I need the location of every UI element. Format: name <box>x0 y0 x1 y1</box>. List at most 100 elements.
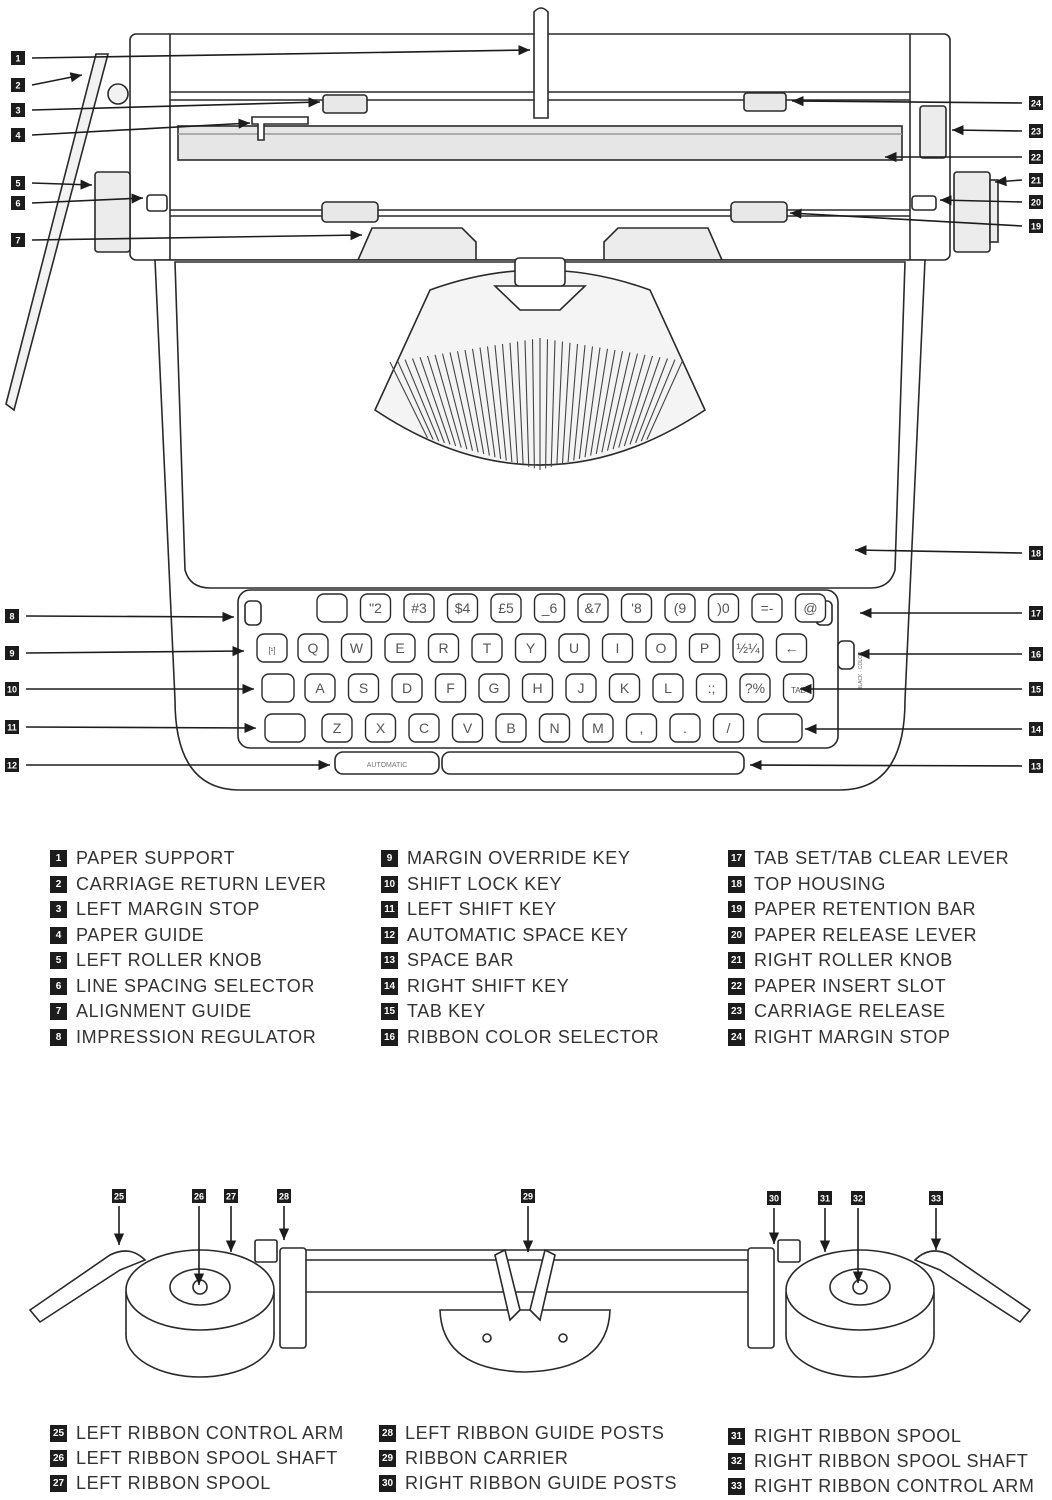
legend-number: 29 <box>379 1450 396 1467</box>
key-row3-1 <box>321 713 353 743</box>
callout-arrow-13 <box>749 759 1023 771</box>
callout-badge-6 <box>11 196 25 210</box>
callout-number-11: 11 <box>7 723 17 733</box>
key-label: G <box>489 680 500 696</box>
callout-number-27: 27 <box>226 1192 236 1202</box>
legend-label: RIBBON CARRIER <box>405 1448 569 1468</box>
legend-number: 23 <box>728 1003 745 1021</box>
callout-badge-25 <box>112 1189 126 1203</box>
key-label: O <box>656 640 667 656</box>
key-label: =- <box>761 600 774 616</box>
key-row1-1 <box>297 633 329 663</box>
paper-insert-slot <box>177 125 903 161</box>
key-label: @ <box>803 600 817 616</box>
callout-arrow-21 <box>994 176 1023 187</box>
alignment-guide <box>356 227 477 261</box>
callout-arrow-11 <box>25 722 257 734</box>
legend-number: 28 <box>379 1425 396 1442</box>
callout-badge-14 <box>1029 722 1043 736</box>
callout-number-30: 30 <box>769 1194 779 1204</box>
left-roller-knob <box>94 171 131 253</box>
callout-badge-27 <box>224 1189 238 1203</box>
callout-number-21: 21 <box>1031 176 1041 186</box>
legend-label: RIBBON COLOR SELECTOR <box>407 1026 660 1047</box>
key-row2-11 <box>739 673 771 703</box>
callout-badge-32 <box>851 1191 865 1205</box>
key-label: F <box>446 680 455 696</box>
legend-number: 21 <box>728 952 745 970</box>
legend-label: SHIFT LOCK KEY <box>407 873 563 894</box>
ribbon-carrier-fork <box>494 1248 556 1322</box>
callout-number-1: 1 <box>15 54 20 64</box>
key-row2-5 <box>478 673 510 703</box>
legend-label: SPACE BAR <box>407 950 515 971</box>
legend-label: ALIGNMENT GUIDE <box>76 1001 252 1022</box>
callout-arrow-8 <box>25 611 235 623</box>
paper-release-lever <box>911 195 937 211</box>
callout-badge-11 <box>5 720 19 734</box>
callout-badge-23 <box>1029 124 1043 138</box>
legend-item-18: 18 TOP HOUSING <box>728 872 1009 898</box>
key-label: Y <box>526 640 536 656</box>
legend-number: 26 <box>50 1450 67 1467</box>
callout-badge-30 <box>767 1191 781 1205</box>
key-label: ?% <box>745 680 765 696</box>
key-label: _6 <box>541 600 558 616</box>
callout-arrow-9 <box>25 645 245 657</box>
left-margin-stop <box>322 94 368 114</box>
callout-number-24: 24 <box>1031 99 1041 109</box>
key-label: X <box>376 720 386 736</box>
key-label: :; <box>708 680 716 696</box>
legend-label: RIGHT ROLLER KNOB <box>754 950 953 971</box>
legend-label: MARGIN OVERRIDE KEY <box>407 848 631 869</box>
key-label: Z <box>333 720 342 736</box>
key-row2-7 <box>565 673 597 703</box>
legend-label: TOP HOUSING <box>754 873 886 894</box>
legend-label: LEFT MARGIN STOP <box>76 899 260 920</box>
key-row3-5 <box>495 713 527 743</box>
callout-badge-18 <box>1029 546 1043 560</box>
legend-number: 18 <box>728 875 745 893</box>
key-label: S <box>359 680 368 696</box>
callout-number-2: 2 <box>15 81 20 91</box>
callout-number-18: 18 <box>1031 549 1041 559</box>
callout-arrow-4 <box>31 118 251 136</box>
impression-regulator <box>244 600 262 626</box>
key-row1-12 <box>775 633 808 663</box>
legend-number: 13 <box>381 952 398 970</box>
key-row0-8 <box>664 593 696 623</box>
callout-badge-19 <box>1029 219 1043 233</box>
callout-arrow-18 <box>854 545 1023 556</box>
callout-number-3: 3 <box>15 106 20 116</box>
legend-number: 20 <box>728 926 745 944</box>
callout-badge-8 <box>5 609 19 623</box>
callout-number-22: 22 <box>1031 153 1041 163</box>
legend-item-16: 16 RIBBON COLOR SELECTOR <box>381 1025 659 1051</box>
legend-item-29: 29 RIBBON CARRIER <box>379 1446 677 1471</box>
ribbon-assembly-illustration <box>28 1239 1032 1378</box>
callout-arrow-5 <box>31 179 93 190</box>
legend-number: 16 <box>381 1028 398 1046</box>
paper-retention-roller-right <box>730 201 788 223</box>
key-label: TAB <box>791 686 806 695</box>
legend-number: 22 <box>728 977 745 995</box>
callout-badge-5 <box>11 176 25 190</box>
callout-number-10: 10 <box>7 685 17 695</box>
callout-badge-13 <box>1029 759 1043 773</box>
automatic-space-key <box>334 751 440 775</box>
callout-number-8: 8 <box>9 612 14 622</box>
legend-label: RIGHT RIBBON GUIDE POSTS <box>405 1473 678 1493</box>
legend-label: CARRIAGE RELEASE <box>754 1001 946 1022</box>
